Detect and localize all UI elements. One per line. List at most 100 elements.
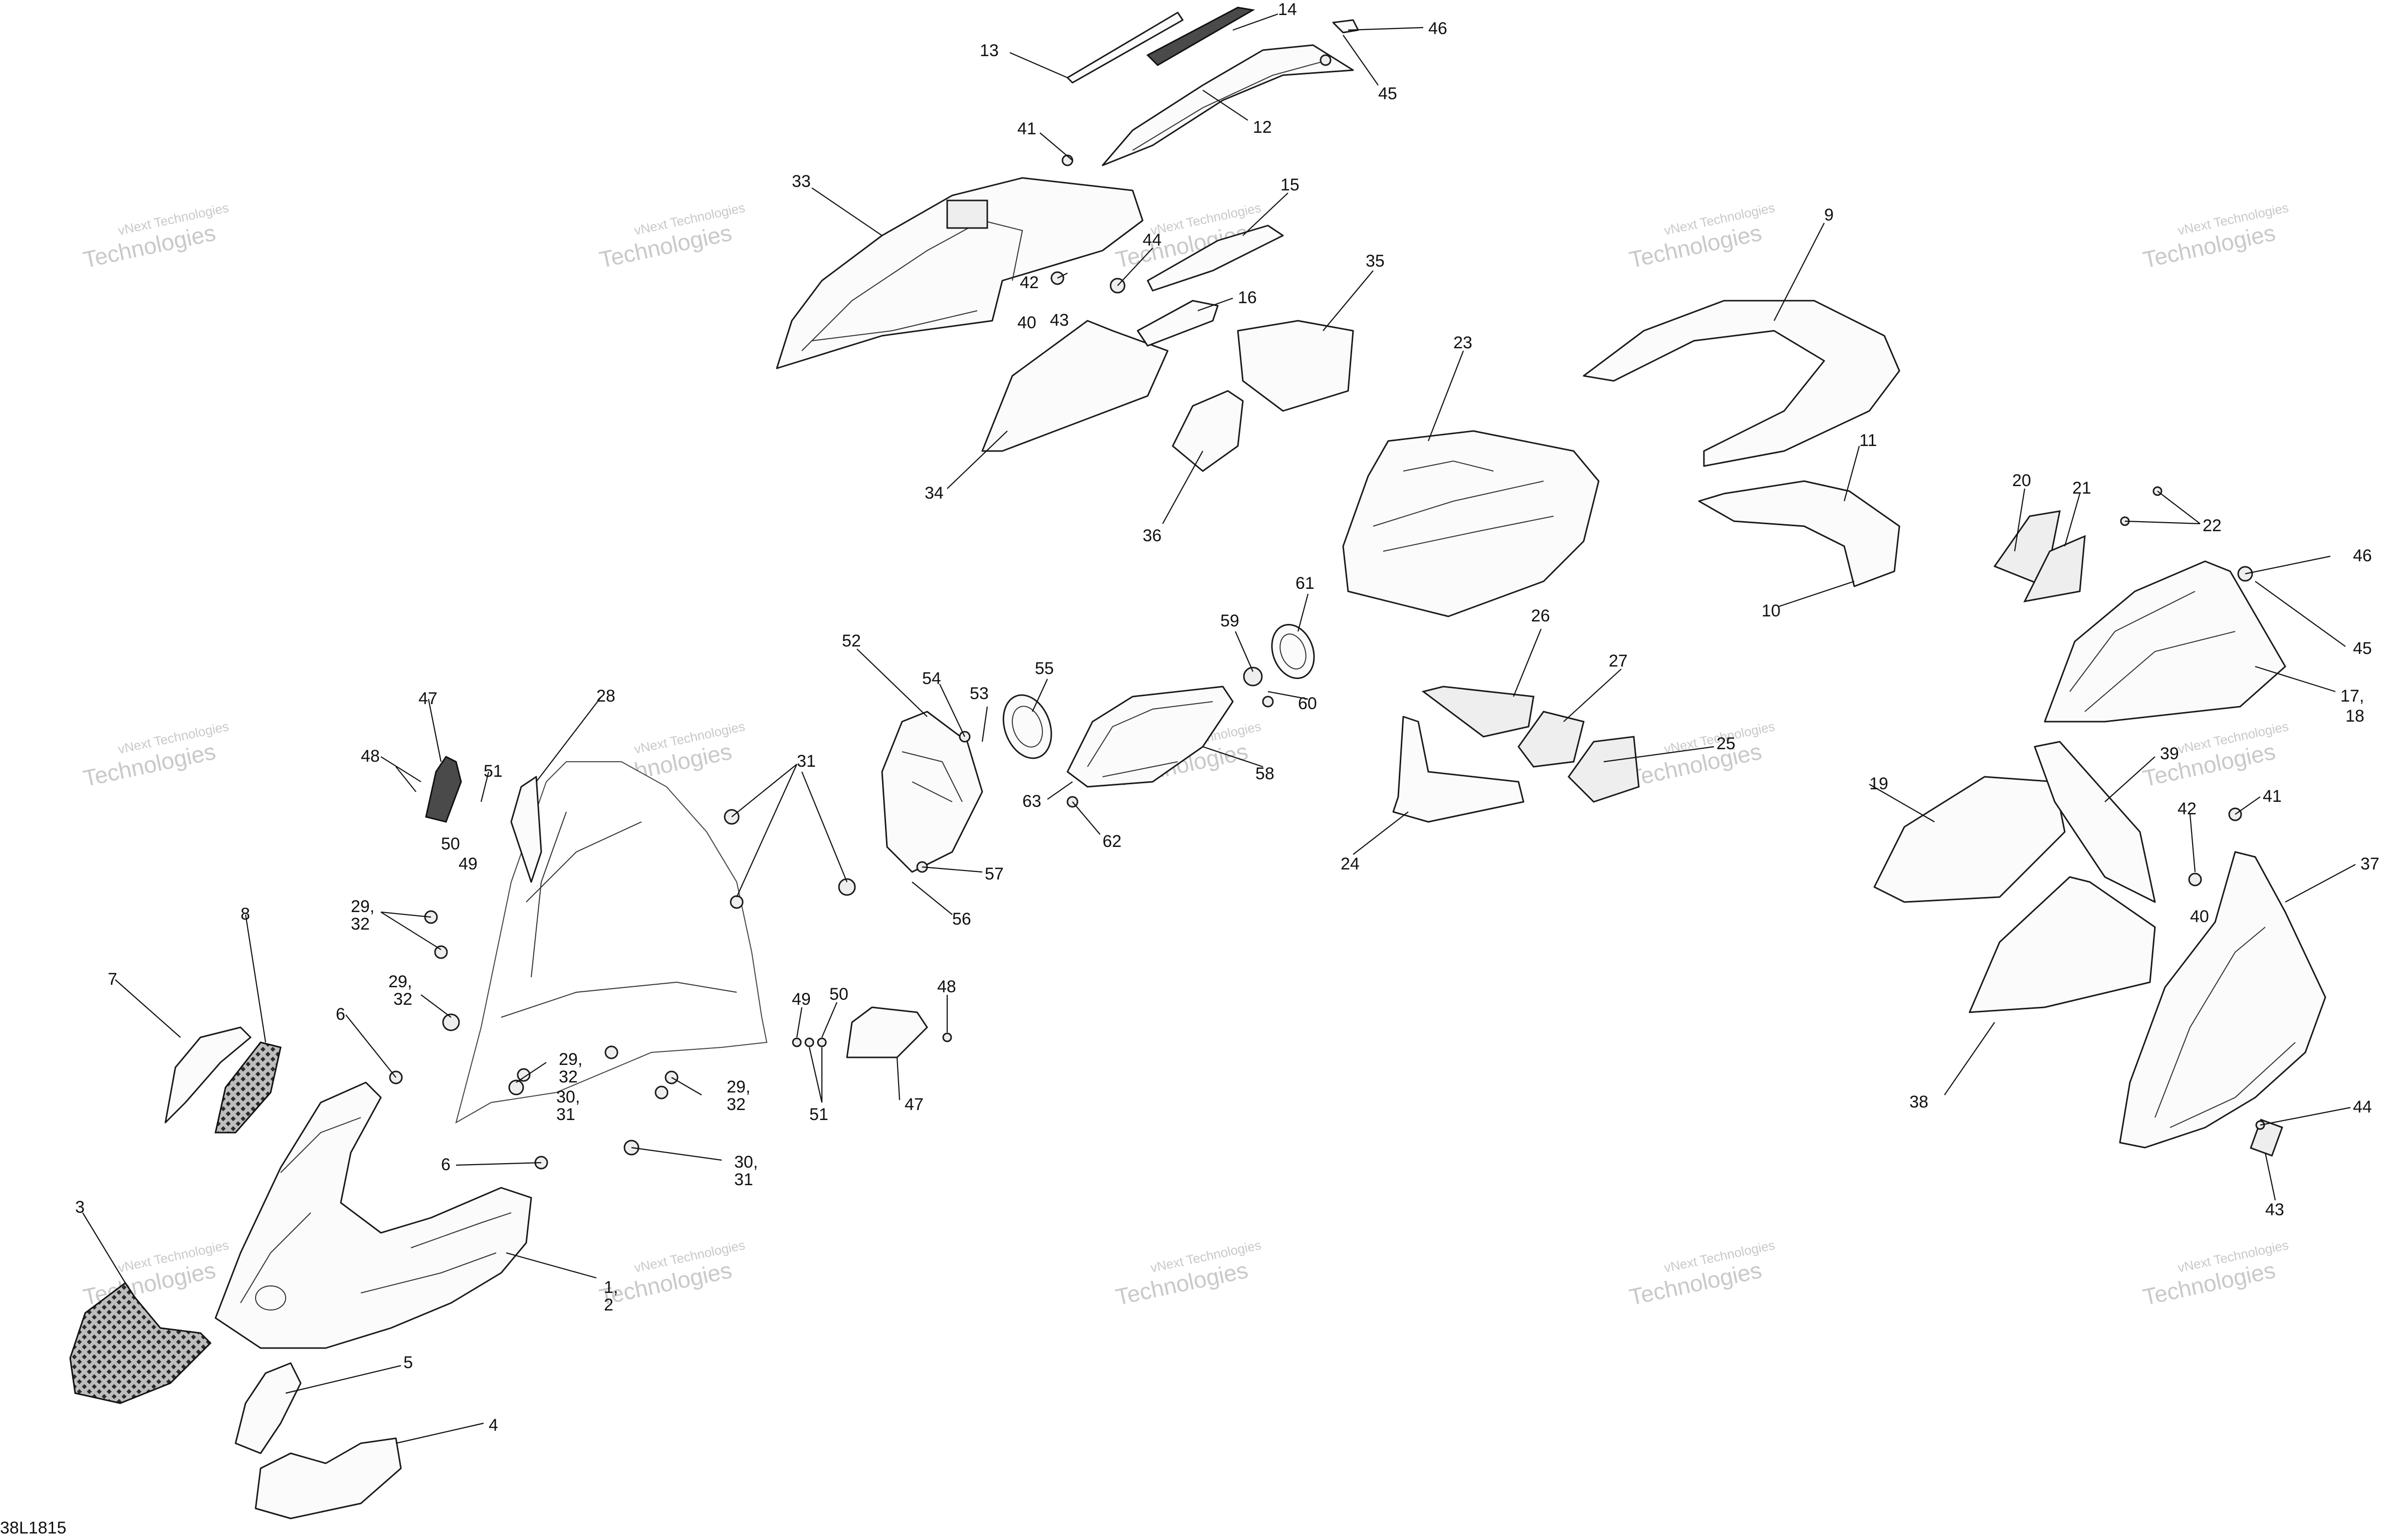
- callout: 43: [1050, 311, 1069, 330]
- decal-21: [2023, 535, 2086, 603]
- callout: 13: [980, 41, 999, 60]
- trim-7: [164, 1026, 252, 1124]
- callout: 32: [727, 1095, 746, 1114]
- callout: 30,: [556, 1087, 580, 1107]
- callout: 16: [1238, 288, 1257, 307]
- callout: 29,: [727, 1077, 750, 1096]
- callout: 18: [2345, 707, 2364, 726]
- callout: 29,: [388, 972, 412, 991]
- clip-46: [1332, 19, 1359, 34]
- callout: 6: [441, 1155, 451, 1174]
- callout: 39: [2160, 744, 2179, 763]
- callout: 51: [484, 762, 503, 781]
- callout: 46: [2353, 546, 2372, 565]
- callout: 40: [1017, 313, 1036, 332]
- callout: 52: [842, 631, 861, 650]
- windshield-28: [455, 761, 768, 1124]
- callout: 47: [418, 689, 438, 708]
- callout: 55: [1035, 659, 1054, 678]
- grille-3: [69, 1281, 212, 1404]
- callout: 54: [922, 669, 941, 688]
- callout: 26: [1531, 606, 1550, 625]
- callout: 51: [809, 1105, 828, 1124]
- callout: 10: [1762, 601, 1781, 620]
- callout: 32: [351, 915, 370, 934]
- trim-4: [255, 1437, 402, 1519]
- callout: 45: [2353, 639, 2372, 658]
- callout: 34: [925, 484, 944, 503]
- parts-artwork: [69, 7, 2326, 1519]
- callout: 43: [2265, 1200, 2284, 1219]
- callout: 31: [556, 1105, 575, 1124]
- callout: 60: [1298, 694, 1317, 713]
- side-panel-12: [1102, 44, 1354, 166]
- pad-15: [1147, 225, 1284, 292]
- callout: 8: [241, 905, 250, 924]
- callout: 11: [1859, 431, 1877, 450]
- callout: 15: [1280, 175, 1299, 194]
- duct-25: [1568, 736, 1640, 803]
- lamp-ring-55: [1002, 694, 1052, 759]
- callout: 20: [2012, 471, 2031, 490]
- callout: 31: [797, 752, 816, 771]
- lamp-ring-61: [1271, 624, 1315, 679]
- duct-24: [1392, 716, 1525, 823]
- callout: 19: [1869, 774, 1888, 793]
- headlamp-58: [1066, 686, 1234, 788]
- callout: 29,: [559, 1050, 582, 1069]
- callout: 12: [1253, 118, 1272, 137]
- trim-5: [235, 1362, 302, 1454]
- side-panel-17-18: [2044, 560, 2286, 723]
- callout: 7: [108, 970, 117, 989]
- callout: 44: [1143, 231, 1162, 250]
- callout: 63: [1022, 792, 1041, 811]
- side-panel-33: [776, 177, 1144, 369]
- callout: 31: [734, 1170, 753, 1189]
- callout: 42: [2178, 799, 2197, 818]
- callout: 40: [2190, 907, 2209, 926]
- callout: 38: [1909, 1092, 1928, 1112]
- callout: 28: [596, 687, 615, 706]
- callout: 53: [970, 684, 989, 703]
- trim-strip-14: [1146, 7, 1255, 66]
- trim-strip-13: [1066, 12, 1184, 84]
- callout: 62: [1103, 832, 1122, 851]
- nose-cone-1-2: [214, 1081, 532, 1349]
- callout: 49: [792, 990, 811, 1009]
- callout: 9: [1824, 205, 1834, 225]
- panel-19: [1873, 776, 2066, 903]
- callout: 61: [1295, 574, 1315, 593]
- callout: 14: [1278, 0, 1297, 19]
- callout: 23: [1453, 333, 1472, 352]
- callout: 49: [459, 854, 478, 873]
- callout: 41: [2263, 787, 2282, 806]
- block-35: [1237, 320, 1354, 412]
- callout: 44: [2353, 1097, 2372, 1117]
- callout: 58: [1255, 764, 1274, 783]
- clip-43: [2250, 1119, 2283, 1157]
- callout: 1,: [604, 1278, 618, 1297]
- callout: 24: [1341, 854, 1360, 873]
- callout: 4: [489, 1416, 498, 1435]
- callout: 17,: [2340, 687, 2364, 706]
- callout: 59: [1220, 611, 1239, 630]
- leader-lines: [82, 13, 2356, 1444]
- callout: 32: [559, 1067, 578, 1086]
- callout: 57: [985, 864, 1004, 884]
- trim-11: [1698, 480, 1900, 587]
- bulb-59: [1243, 667, 1263, 687]
- cover-9: [1583, 300, 1900, 467]
- callout: 29,: [351, 897, 374, 916]
- drawing-code: 38L1815: [0, 1518, 66, 1537]
- panel-34: [981, 320, 1169, 452]
- mirror-47-left: [425, 756, 462, 823]
- callout: 3: [75, 1198, 85, 1217]
